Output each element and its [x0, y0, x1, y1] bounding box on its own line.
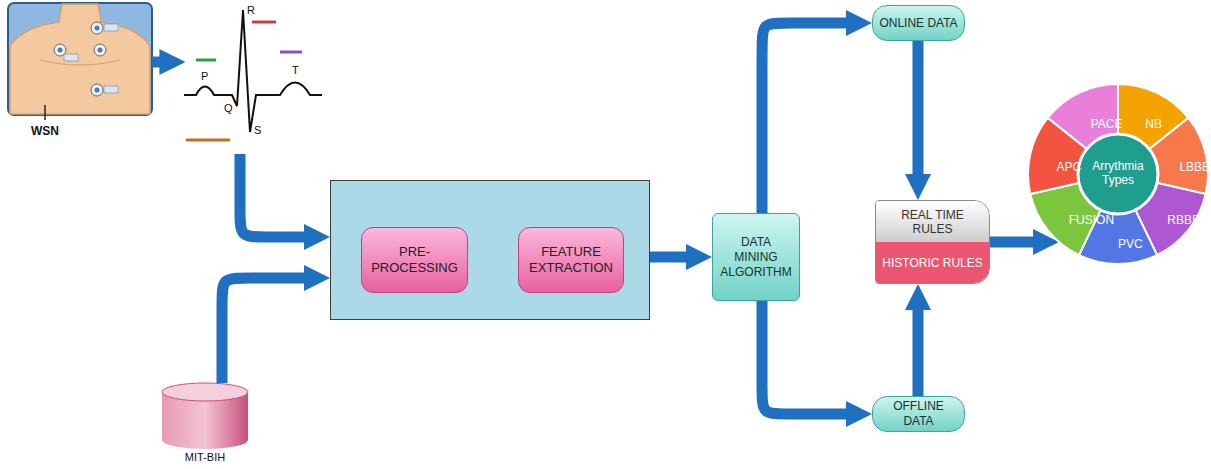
torso-illustration	[44, 105, 46, 120]
torso-illustration	[40, 60, 120, 65]
torso-illustration	[94, 44, 106, 56]
process-box: PRE-PROCESSING	[361, 227, 468, 293]
torso-illustration	[95, 26, 100, 31]
wave-label: Q	[224, 102, 233, 114]
node-label: DATA MINING ALGORITHM	[719, 235, 793, 280]
database: MIT-BIH	[162, 383, 248, 467]
flow-arrow	[240, 154, 313, 237]
torso-illustration	[8, 3, 152, 115]
wave-label: T	[292, 64, 299, 76]
wave-label: R	[247, 4, 255, 16]
figure-label: WSN	[20, 124, 70, 138]
algorithm-box: DATA MINING ALGORITHM	[712, 213, 800, 301]
torso-illustration	[98, 48, 103, 53]
pie-chart	[1028, 84, 1208, 264]
ecg-waveform	[280, 51, 302, 54]
pie-center-label: Arrythmia Types	[1083, 159, 1153, 188]
torso-illustration	[104, 24, 118, 31]
flow-arrow	[913, 301, 924, 396]
torso-illustration	[91, 84, 103, 96]
rules-box: REAL TIME RULESHISTORIC RULES	[875, 200, 990, 284]
flow-arrow	[990, 237, 1042, 248]
database-cylinder	[162, 383, 248, 401]
flow-arrow	[762, 23, 855, 213]
ecg-waveform	[184, 10, 322, 140]
data-pill: ONLINE DATA	[872, 5, 965, 41]
ecg-waveform	[184, 10, 322, 132]
node-label: ONLINE DATA	[879, 16, 957, 31]
node-label: PVC	[1118, 237, 1143, 251]
flow-arrow	[913, 41, 924, 183]
torso-illustration	[91, 22, 103, 34]
torso-illustration	[104, 86, 118, 93]
torso-illustration	[8, 3, 152, 120]
ecg-waveform	[186, 139, 230, 142]
processing-panel: PRE-PROCESSING FEATURE EXTRACTION	[330, 180, 650, 320]
flow-arrow	[762, 301, 855, 414]
pie-center	[1078, 134, 1158, 214]
sensor-figure: WSN	[8, 3, 152, 143]
node-label: FUSION	[1069, 213, 1114, 227]
node-label: HISTORIC RULES	[876, 242, 989, 283]
wave-label: S	[254, 124, 261, 136]
data-pill: OFFLINE DATA	[872, 396, 965, 432]
node-label: NB	[1145, 117, 1162, 131]
node-label: LBBB	[1179, 160, 1210, 174]
ecg-waveform	[196, 59, 216, 62]
torso-illustration	[64, 54, 78, 61]
arrhythmia-pie: Arrythmia Types PACE NB LBBB RBBB PVC FUSION AP…	[1026, 82, 1210, 266]
database-label: MIT-BIH	[162, 451, 248, 463]
flow-arrow	[152, 57, 168, 68]
node-label: APC	[1057, 160, 1082, 174]
node-label: PACE	[1091, 117, 1123, 131]
node-label: RBBB	[1167, 213, 1200, 227]
database-cylinder	[162, 383, 248, 449]
torso-illustration	[10, 4, 150, 114]
node-label: FEATURE EXTRACTION	[525, 244, 617, 277]
flow-arrow	[222, 278, 313, 383]
node-label: OFFLINE DATA	[879, 399, 958, 429]
wave-label: P	[201, 70, 208, 82]
flow-arrow	[650, 252, 695, 263]
torso-illustration	[95, 88, 100, 93]
process-box: FEATURE EXTRACTION	[518, 227, 624, 293]
node-label: PRE-PROCESSING	[368, 244, 461, 277]
torso-illustration	[58, 48, 63, 53]
ecg-waveform	[252, 21, 276, 24]
node-label: REAL TIME RULES	[876, 201, 989, 242]
ecg-figure: P R Q S T	[182, 2, 324, 154]
